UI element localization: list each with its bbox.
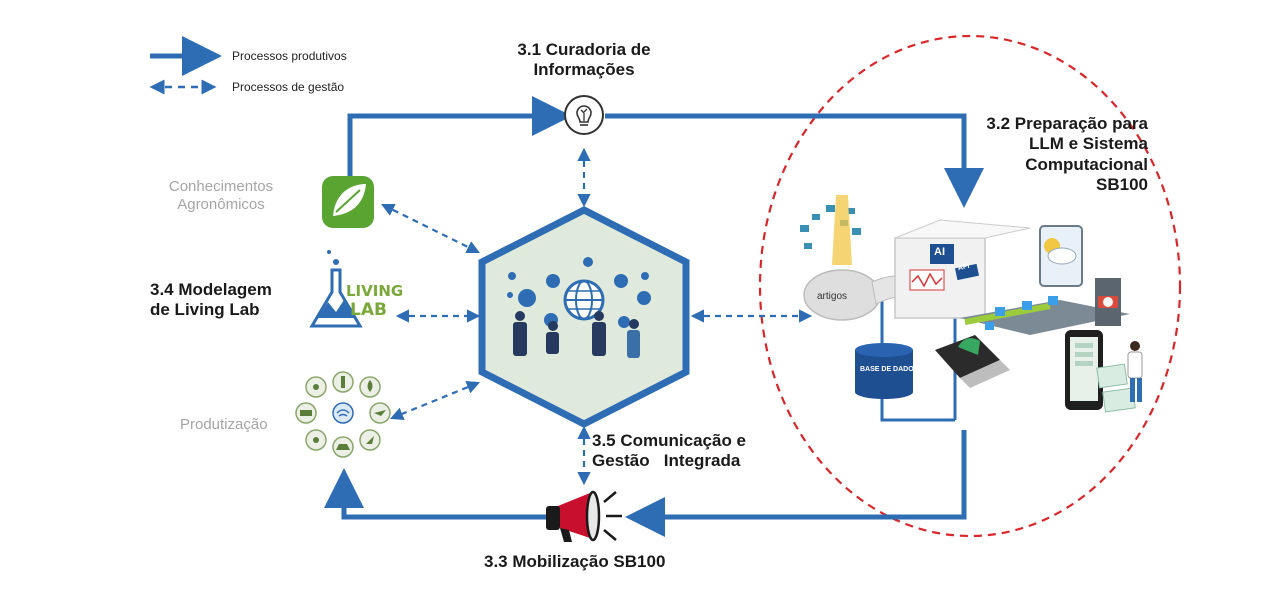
laptop-icon [935,335,1010,388]
flow-conhecimentos-to-curadoria [347,96,572,178]
lightbulb-icon [564,95,604,135]
articles-fragments [800,205,861,249]
api-badge-box [954,263,980,281]
node-mobilizacao-title: 3.3 Mobilização SB100 [484,552,666,571]
flow-preparacao-to-mobilizacao [625,430,967,537]
node-curadoria-title: 3.1 Curadoria de Informações [517,40,651,80]
people-illustration [513,311,640,358]
lab-logo-text: LAB [350,300,387,320]
legend-productive-label: Processos produtivos [232,49,347,63]
flow-mobilizacao-to-produtizacao [324,468,546,520]
node-comunicacao-title: 3.5 Comunicação e Gestão Integrada [592,431,747,471]
ai-badge: AI [934,246,945,258]
database-icon [855,343,913,399]
ai-badge-box [930,244,954,264]
globe-icon [563,279,605,321]
leaf-app-icon [322,176,374,228]
monitor-weather-icon [1039,225,1083,287]
input-produtizacao-label: Produtização [180,416,268,433]
node-preparacao-title: 3.2 Preparação para LLM e Sistema Comput… [986,114,1148,195]
living-logo-text: LIVING [346,282,404,300]
management-flows [381,147,813,486]
phone-icon [1065,330,1103,410]
conveyor [960,300,1130,335]
node-living-lab-title: 3.4 Modelagem de Living Lab [150,280,272,320]
flow-curadoria-to-preparacao [605,113,984,208]
road-sign-icon [1095,278,1121,326]
megaphone-icon [546,490,622,542]
input-conhecimentos-label: Conhecimentos Agronômicos [168,178,274,213]
dash-hex-produtizacao [389,381,481,420]
legend-management-label: Processos de gestão [232,80,345,94]
base-de-dados-label: BASE DE DADOS [860,366,919,373]
network-icons [507,257,651,328]
produtizacao-glyphs [300,376,386,450]
ai-system-illustration [800,195,1143,413]
person-with-tablet-icon [1127,341,1143,402]
preparation-highlight-ellipse [758,34,1182,538]
dash-conhecimentos-hex [381,203,480,254]
living-lab-logo [309,250,363,328]
artigos-label: artigos [817,291,848,302]
central-hexagon [478,206,690,428]
legend [149,36,222,95]
funnel-beam [832,195,852,265]
produtizacao-icon-ring [295,371,391,458]
productive-flow [324,96,984,537]
